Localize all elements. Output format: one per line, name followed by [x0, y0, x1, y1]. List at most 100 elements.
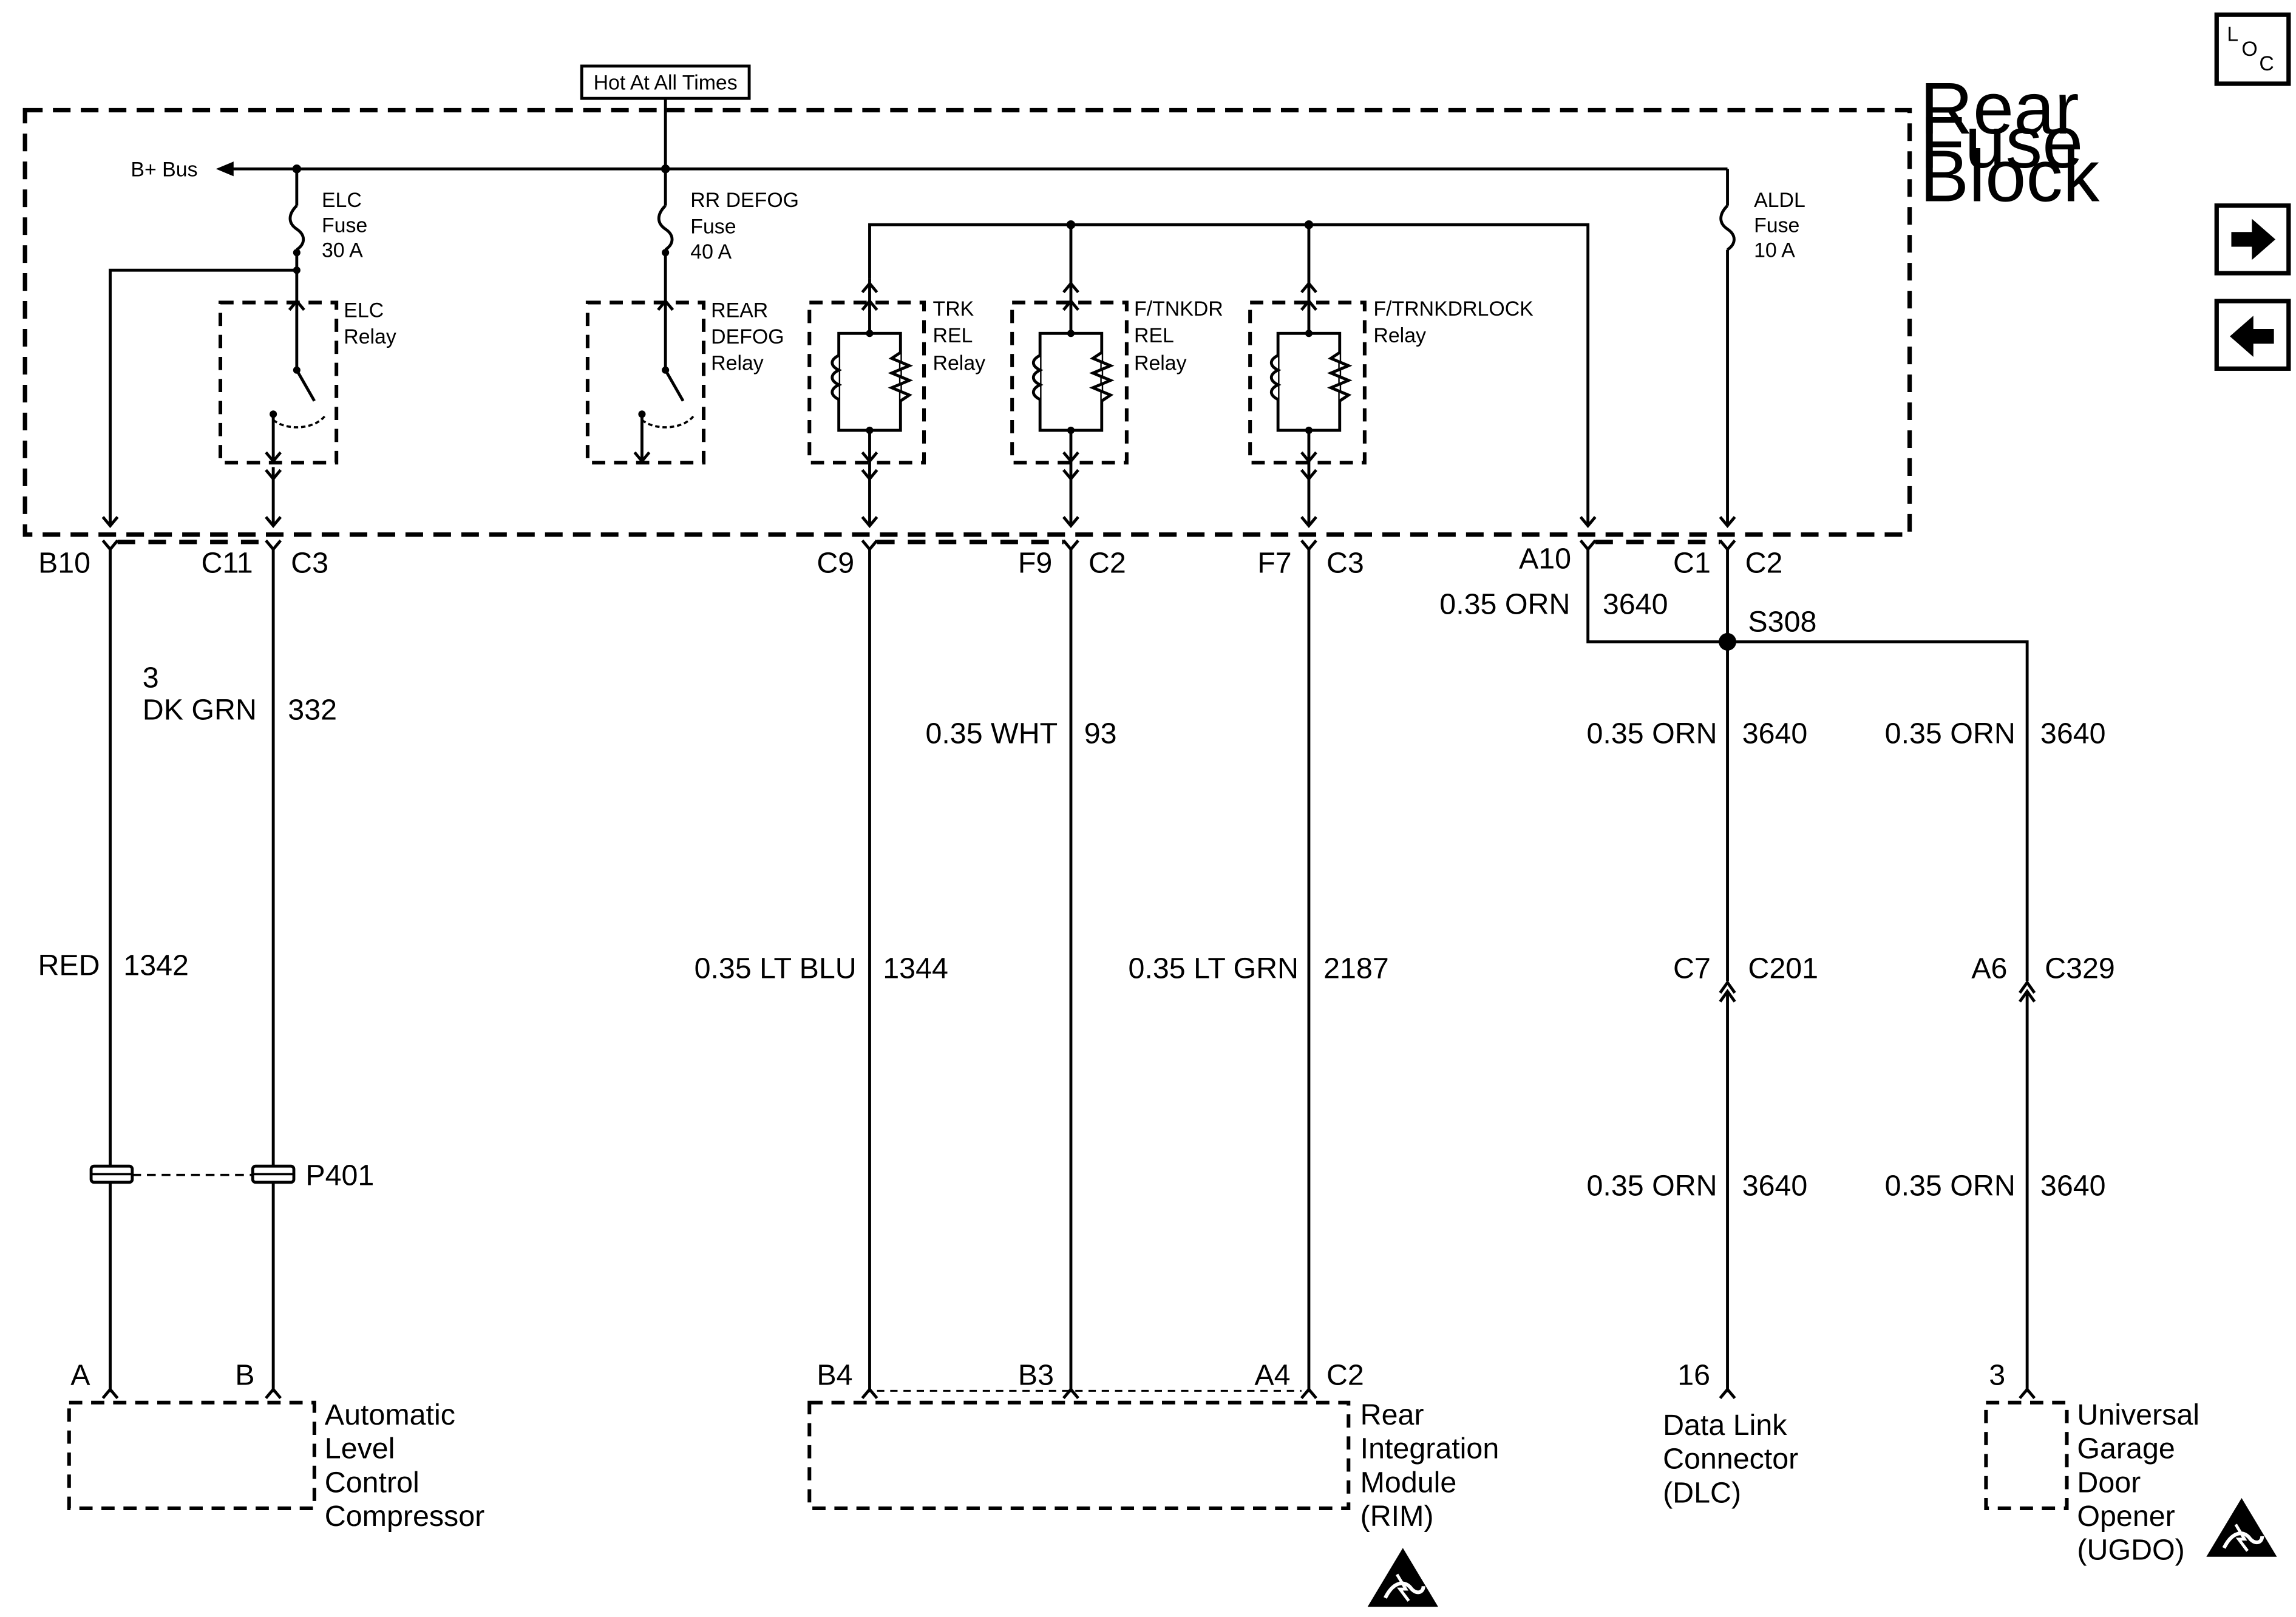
wire-label-a10-num: 3640	[1603, 588, 1668, 620]
alc-compressor-box	[67, 1400, 316, 1510]
wire-label-orn1-num: 3640	[1742, 717, 1808, 750]
ugdo-box	[1984, 1400, 2069, 1510]
rim-module-box	[807, 1400, 1351, 1510]
wire-label-wht-color: 0.35 WHT	[925, 717, 1058, 750]
wire-label-dkgrn-gauge: 3	[143, 661, 159, 694]
trk-relay-label: TRK REL Relay	[933, 297, 986, 375]
flock-relay-label: F/TRNKDRLOCK Relay	[1373, 297, 1539, 347]
esd-warning-icon-ugdo	[2206, 1498, 2277, 1557]
rear-fuse-block-label-2: Fuse	[1920, 101, 2084, 183]
wire-label-orn4-num: 3640	[2040, 1170, 2106, 1202]
ftnk-resistor-icon	[1089, 351, 1115, 402]
rear-fuse-block-label-1: Rear	[1920, 67, 2079, 149]
wire-label-orn2-num: 3640	[2040, 717, 2106, 750]
splice-s308-dot	[1719, 632, 1737, 651]
elc-fuse-icon	[288, 205, 305, 251]
svg-text:C: C	[2259, 52, 2274, 75]
rim-module-label: Rear Integration Module (RIM)	[1360, 1398, 1507, 1533]
wire-label-ltgrn-color: 0.35 LT GRN	[1128, 952, 1299, 985]
loc-button[interactable]: L O C	[2214, 12, 2291, 86]
b-plus-bus-arrow-icon	[216, 161, 234, 177]
right-arrow-icon	[2231, 219, 2276, 260]
wire-label-red-color: RED	[38, 949, 100, 982]
terminal-c9: C9	[817, 547, 854, 580]
terminal-pin-16: 16	[1677, 1359, 1710, 1392]
forward-button[interactable]	[2214, 203, 2291, 276]
rr-defog-fuse-label: RR DEFOG Fuse 40 A	[690, 189, 804, 263]
wire-label-dkgrn-color: DK GRN	[143, 694, 257, 727]
elc-relay-label: ELC Relay	[344, 299, 396, 349]
elc-b10-wire	[109, 268, 297, 526]
terminal-a6: A6	[1971, 952, 2007, 985]
flock-resistor-icon	[1326, 351, 1353, 402]
trk-rel-relay	[807, 279, 926, 526]
terminal-pin-b: B	[235, 1359, 254, 1392]
esd-warning-icon-rim	[1368, 1548, 1438, 1607]
wire-label-wht-num: 93	[1084, 717, 1117, 750]
ugdo-label: Universal Garage Door Opener (UGDO)	[2077, 1398, 2207, 1567]
terminal-c3-a: C3	[291, 547, 328, 580]
rear-defog-relay-label: REAR DEFOG Relay	[711, 299, 790, 375]
block-exit-terminals	[103, 517, 1734, 526]
wire-label-ltblu-num: 1344	[883, 952, 948, 985]
trk-resistor-icon	[888, 351, 914, 402]
svg-text:L: L	[2227, 23, 2238, 46]
terminal-c2-a: C2	[1089, 547, 1126, 580]
terminal-b10: B10	[38, 547, 90, 580]
rear-fuse-block-outline	[22, 107, 1912, 537]
aldl-fuse-label: ALDL Fuse 10 A	[1754, 189, 1811, 262]
hot-at-all-times-label: Hot At All Times	[594, 72, 738, 95]
connector-p401	[89, 1164, 296, 1184]
terminal-a10: A10	[1519, 542, 1571, 575]
terminal-pin-a: A	[70, 1359, 90, 1392]
wire-label-ltgrn-num: 2187	[1323, 952, 1389, 985]
trunk-relay-feed-wire	[868, 223, 1590, 526]
b-plus-bus-label: B+ Bus	[131, 158, 197, 181]
ftnk-relay-label: F/TNKDR REL Relay	[1134, 297, 1229, 375]
terminal-pin-a4: A4	[1254, 1359, 1290, 1392]
ftnk-coil-icon	[1031, 354, 1044, 401]
wire-orn-3640-a10	[1586, 549, 2029, 981]
elc-fuse-label: ELC Fuse 30 A	[322, 189, 373, 262]
component-terminals	[101, 1387, 2036, 1400]
terminal-pin-b4: B4	[817, 1359, 852, 1392]
aldl-fuse-icon	[1719, 205, 1736, 251]
trk-coil-icon	[830, 354, 843, 401]
terminal-c2-b: C2	[1745, 547, 1783, 580]
left-arrow-icon	[2230, 316, 2274, 357]
terminal-pin-c2: C2	[1326, 1359, 1364, 1392]
rear-defog-relay-outline	[585, 300, 706, 465]
f-trnkdrlock-relay	[1248, 225, 1367, 526]
terminal-pin-3: 3	[1989, 1359, 2005, 1392]
terminal-c201: C201	[1748, 952, 1818, 985]
terminal-f9: F9	[1018, 547, 1052, 580]
svg-text:O: O	[2241, 38, 2257, 61]
splice-s308-label: S308	[1748, 605, 1816, 638]
terminal-c11: C11	[202, 547, 253, 580]
wire-label-orn2-color: 0.35 ORN	[1885, 717, 2016, 750]
wire-label-dkgrn-num: 332	[288, 694, 337, 727]
wire-label-ltblu-color: 0.35 LT BLU	[695, 952, 857, 985]
terminal-c7: C7	[1673, 952, 1711, 985]
terminal-c329: C329	[2045, 952, 2115, 985]
alc-compressor-label: Automatic Level Control Compressor	[325, 1398, 484, 1533]
terminal-f7: F7	[1257, 547, 1291, 580]
wire-label-orn1-color: 0.35 ORN	[1587, 717, 1717, 750]
elc-relay-outline	[218, 300, 339, 465]
wire-label-red-num: 1342	[123, 949, 189, 982]
wire-label-orn4-color: 0.35 ORN	[1885, 1170, 2016, 1202]
wire-label-a10-color: 0.35 ORN	[1439, 588, 1570, 620]
connector-p401-label: P401	[305, 1159, 374, 1192]
back-button[interactable]	[2214, 299, 2291, 371]
wire-label-orn3-color: 0.35 ORN	[1587, 1170, 1717, 1202]
terminal-c3-b: C3	[1326, 547, 1364, 580]
wire-label-orn3-num: 3640	[1742, 1170, 1808, 1202]
rear-fuse-block-label-3: Block	[1920, 134, 2100, 217]
dlc-connector-label: Data Link Connector (DLC)	[1663, 1409, 1807, 1509]
flock-coil-icon	[1269, 354, 1282, 401]
f-tnkdr-rel-relay	[1010, 225, 1129, 526]
terminal-c1: C1	[1673, 547, 1711, 580]
rr-defog-fuse-icon	[657, 205, 674, 251]
terminal-pin-b3: B3	[1018, 1359, 1054, 1392]
